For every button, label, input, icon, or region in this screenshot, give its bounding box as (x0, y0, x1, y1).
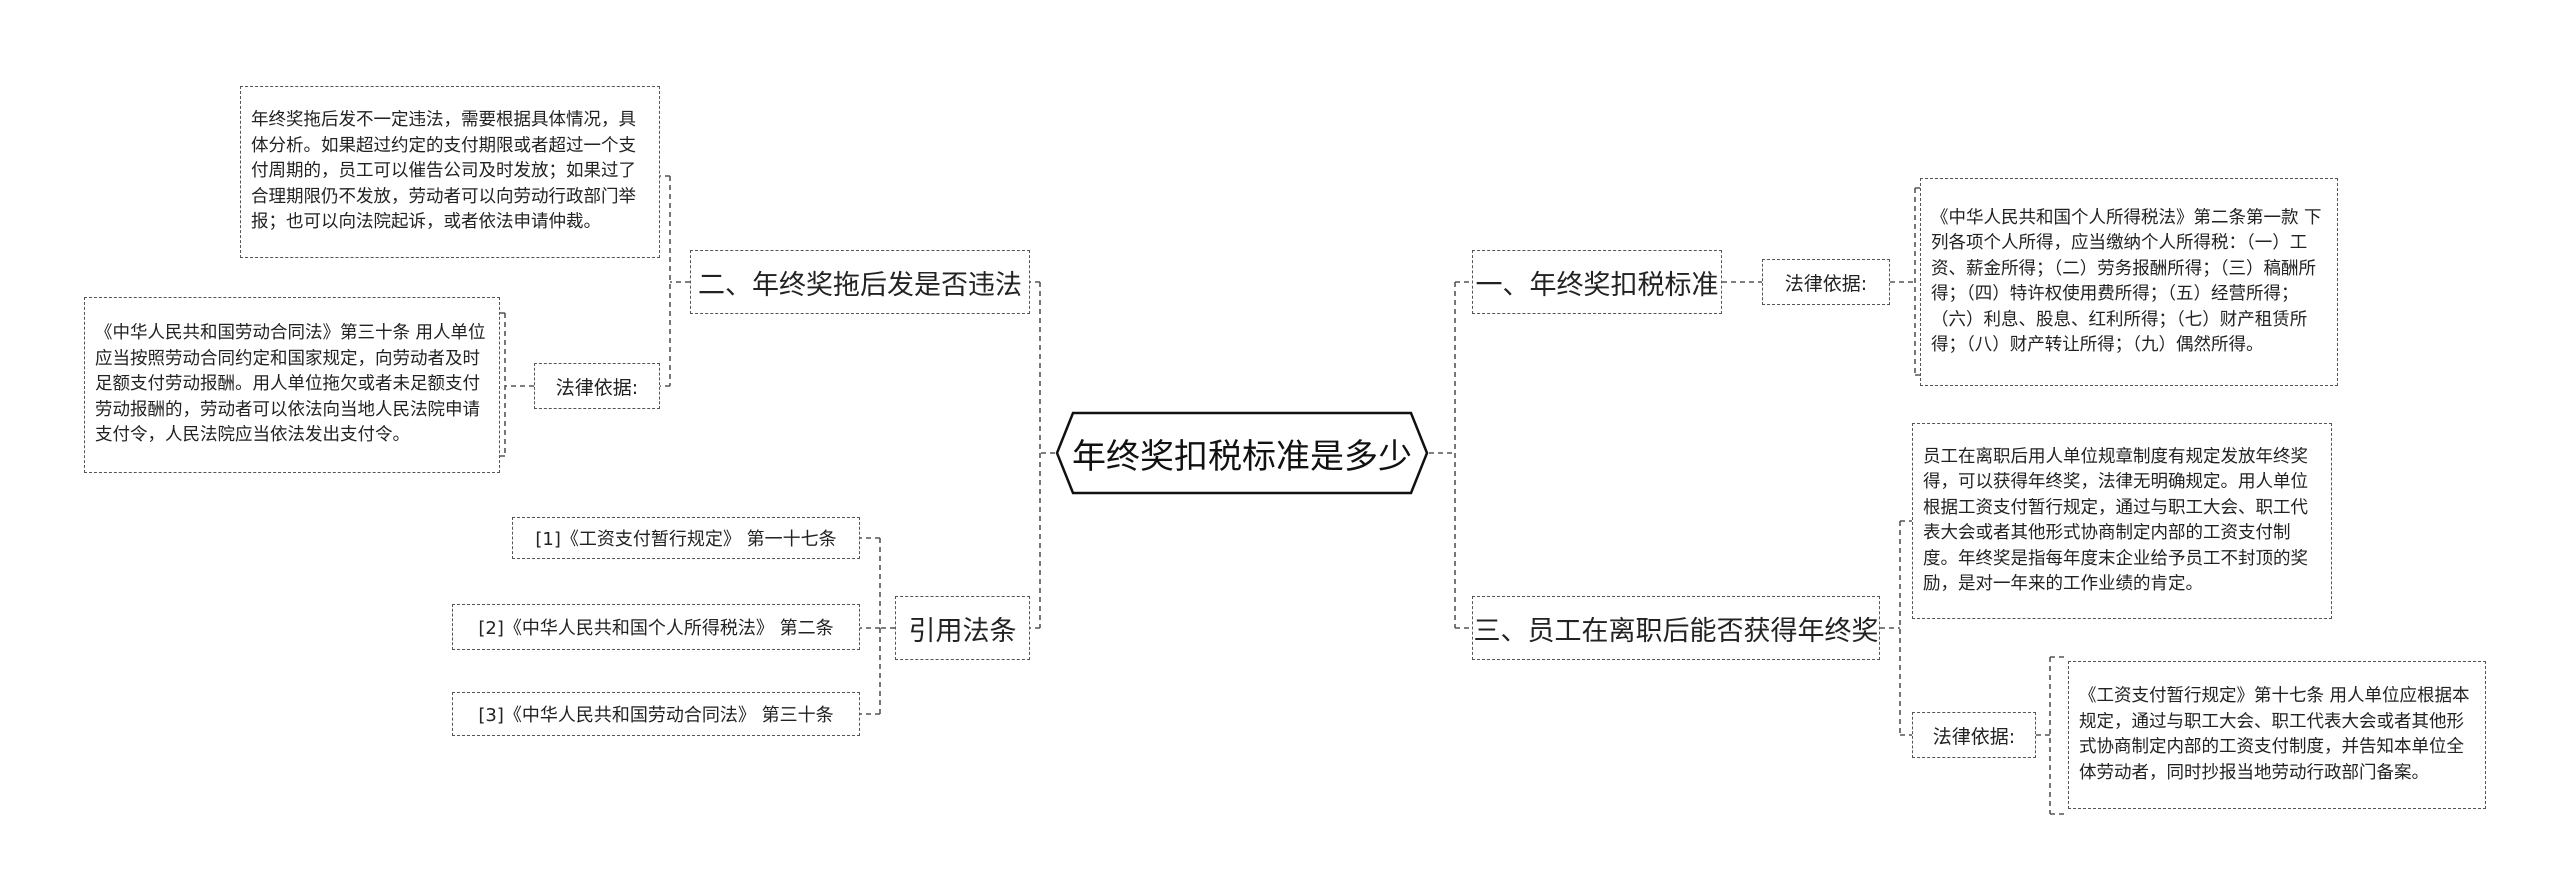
branch-3-basis-label[interactable]: 法律依据: (1912, 712, 2036, 758)
root-node[interactable]: 年终奖扣税标准是多少 (1055, 411, 1429, 495)
branch-2-basis-text[interactable]: 《中华人民共和国劳动合同法》第三十条 用人单位应当按照劳动合同约定和国家规定，向… (84, 297, 500, 473)
branch-3-text[interactable]: 员工在离职后用人单位规章制度有规定发放年终奖得，可以获得年终奖，法律无明确规定。… (1912, 423, 2332, 619)
branch-1-node[interactable]: 一、年终奖扣税标准 (1472, 250, 1722, 314)
root-title: 年终奖扣税标准是多少 (1072, 436, 1412, 477)
branch-3-basis-text[interactable]: 《工资支付暂行规定》第十七条 用人单位应根据本规定，通过与职工大会、职工代表大会… (2068, 661, 2486, 809)
references-node[interactable]: 引用法条 (895, 596, 1030, 660)
root-node-shape (1055, 411, 1429, 495)
branch-1-basis-label[interactable]: 法律依据: (1762, 259, 1890, 305)
branch-3-node[interactable]: 三、员工在离职后能否获得年终奖 (1472, 596, 1880, 660)
branch-2-text[interactable]: 年终奖拖后发不一定违法，需要根据具体情况，具体分析。如果超过约定的支付期限或者超… (240, 86, 660, 258)
reference-item[interactable]: [3]《中华人民共和国劳动合同法》 第三十条 (452, 692, 860, 736)
branch-1-basis-text[interactable]: 《中华人民共和国个人所得税法》第二条第一款 下列各项个人所得，应当缴纳个人所得税… (1920, 178, 2338, 386)
branch-2-basis-label[interactable]: 法律依据: (534, 363, 660, 409)
reference-item[interactable]: [1]《工资支付暂行规定》 第一十七条 (512, 517, 860, 559)
branch-2-node[interactable]: 二、年终奖拖后发是否违法 (690, 250, 1030, 314)
reference-item[interactable]: [2]《中华人民共和国个人所得税法》 第二条 (452, 604, 860, 650)
